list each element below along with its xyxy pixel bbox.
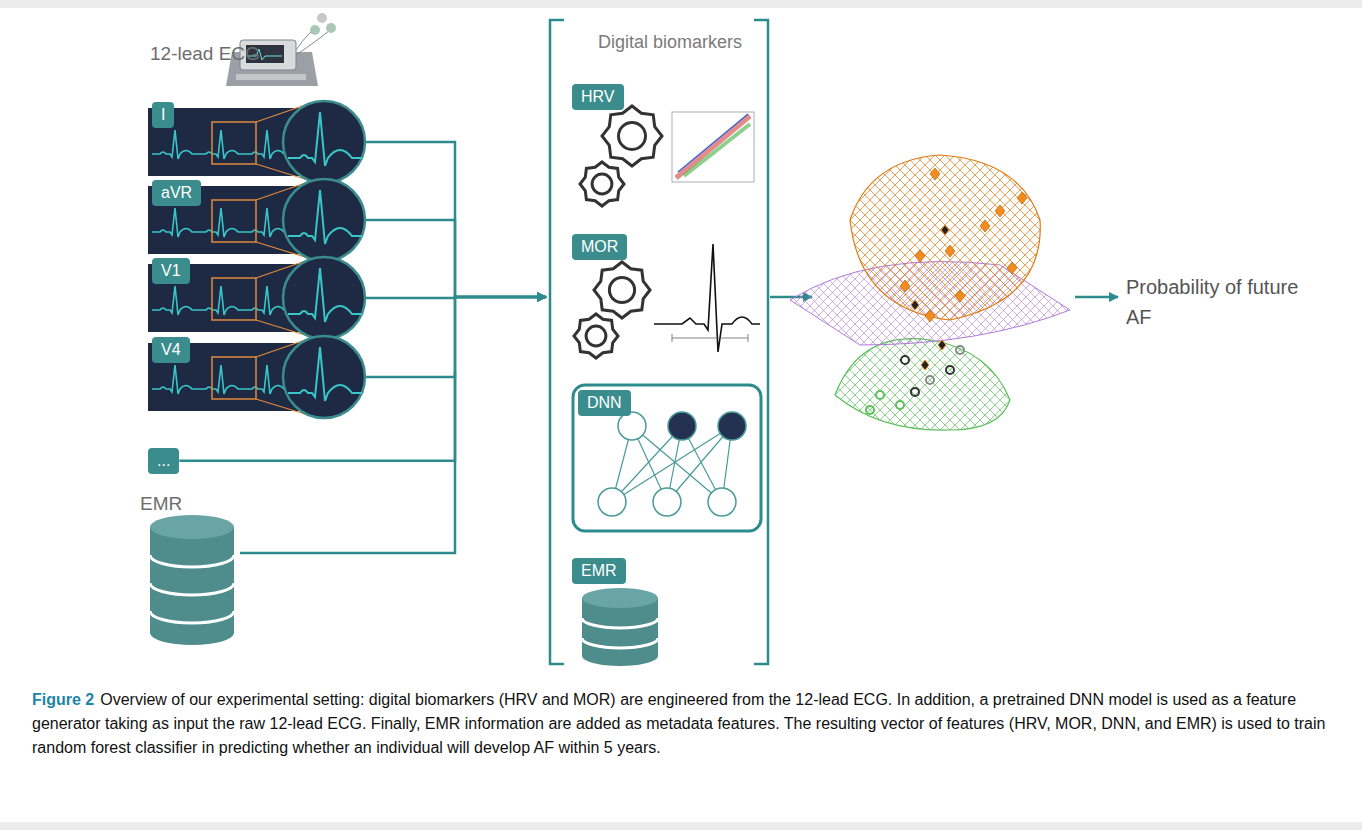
zoom-circle (283, 101, 365, 183)
zoom-circle (283, 257, 365, 339)
lead-label: V1 (152, 258, 190, 284)
group-heading: Digital biomarkers (598, 32, 742, 53)
figure-number: Figure 2 (32, 691, 94, 708)
classifier-illustration (790, 155, 1070, 430)
zoom-box (212, 122, 256, 164)
lead-panel: aVR (148, 186, 366, 254)
zoom-box (212, 200, 256, 242)
feature-tag-label: MOR (572, 234, 627, 260)
lead-label: V4 (152, 337, 190, 363)
feature-tag: MOR (572, 234, 627, 260)
lead-label: aVR (152, 180, 201, 206)
ecg-line (152, 365, 290, 394)
figure-caption: Figure 2Overview of our experimental set… (32, 688, 1332, 760)
beat-line (288, 347, 362, 401)
beat-line (288, 112, 362, 166)
output-label: Probability of future AF (1126, 272, 1326, 332)
zoom-box (212, 278, 256, 320)
feature-tag-label: DNN (578, 390, 631, 416)
frame-band (0, 822, 1362, 830)
feature-tag: HRV (572, 84, 624, 110)
source-label: EMR (140, 490, 182, 519)
database-icon (150, 515, 234, 645)
feature-tag: ... (148, 448, 179, 474)
feature-tag: EMR (572, 558, 626, 584)
frame-band (0, 0, 1362, 8)
beat-line (288, 268, 362, 322)
ecg-trace (148, 108, 366, 176)
zoom-box (212, 357, 256, 399)
ecg-line (152, 208, 290, 237)
caption-text: Overview of our experimental setting: di… (32, 691, 1325, 756)
zoom-circle (283, 179, 365, 261)
connector (366, 220, 546, 297)
zoom-circle (283, 336, 365, 418)
connector (366, 142, 546, 297)
ecg-line (152, 286, 290, 315)
feature-tag-label: EMR (572, 558, 626, 584)
ecg-line (152, 130, 290, 159)
beat-line (288, 190, 362, 244)
lead-panel: V4 (148, 343, 366, 411)
feature-tag: DNN (572, 384, 762, 532)
lead-panel: V1 (148, 264, 366, 332)
lead-panel: I (148, 108, 366, 176)
section-title: 12-lead ECG (150, 40, 260, 69)
feature-tag-label: ... (148, 448, 179, 474)
lead-label: I (152, 102, 174, 128)
feature-tag-label: HRV (572, 84, 624, 110)
biomarker-group: Digital biomarkersHRV MOR DNN EMR (548, 18, 770, 666)
